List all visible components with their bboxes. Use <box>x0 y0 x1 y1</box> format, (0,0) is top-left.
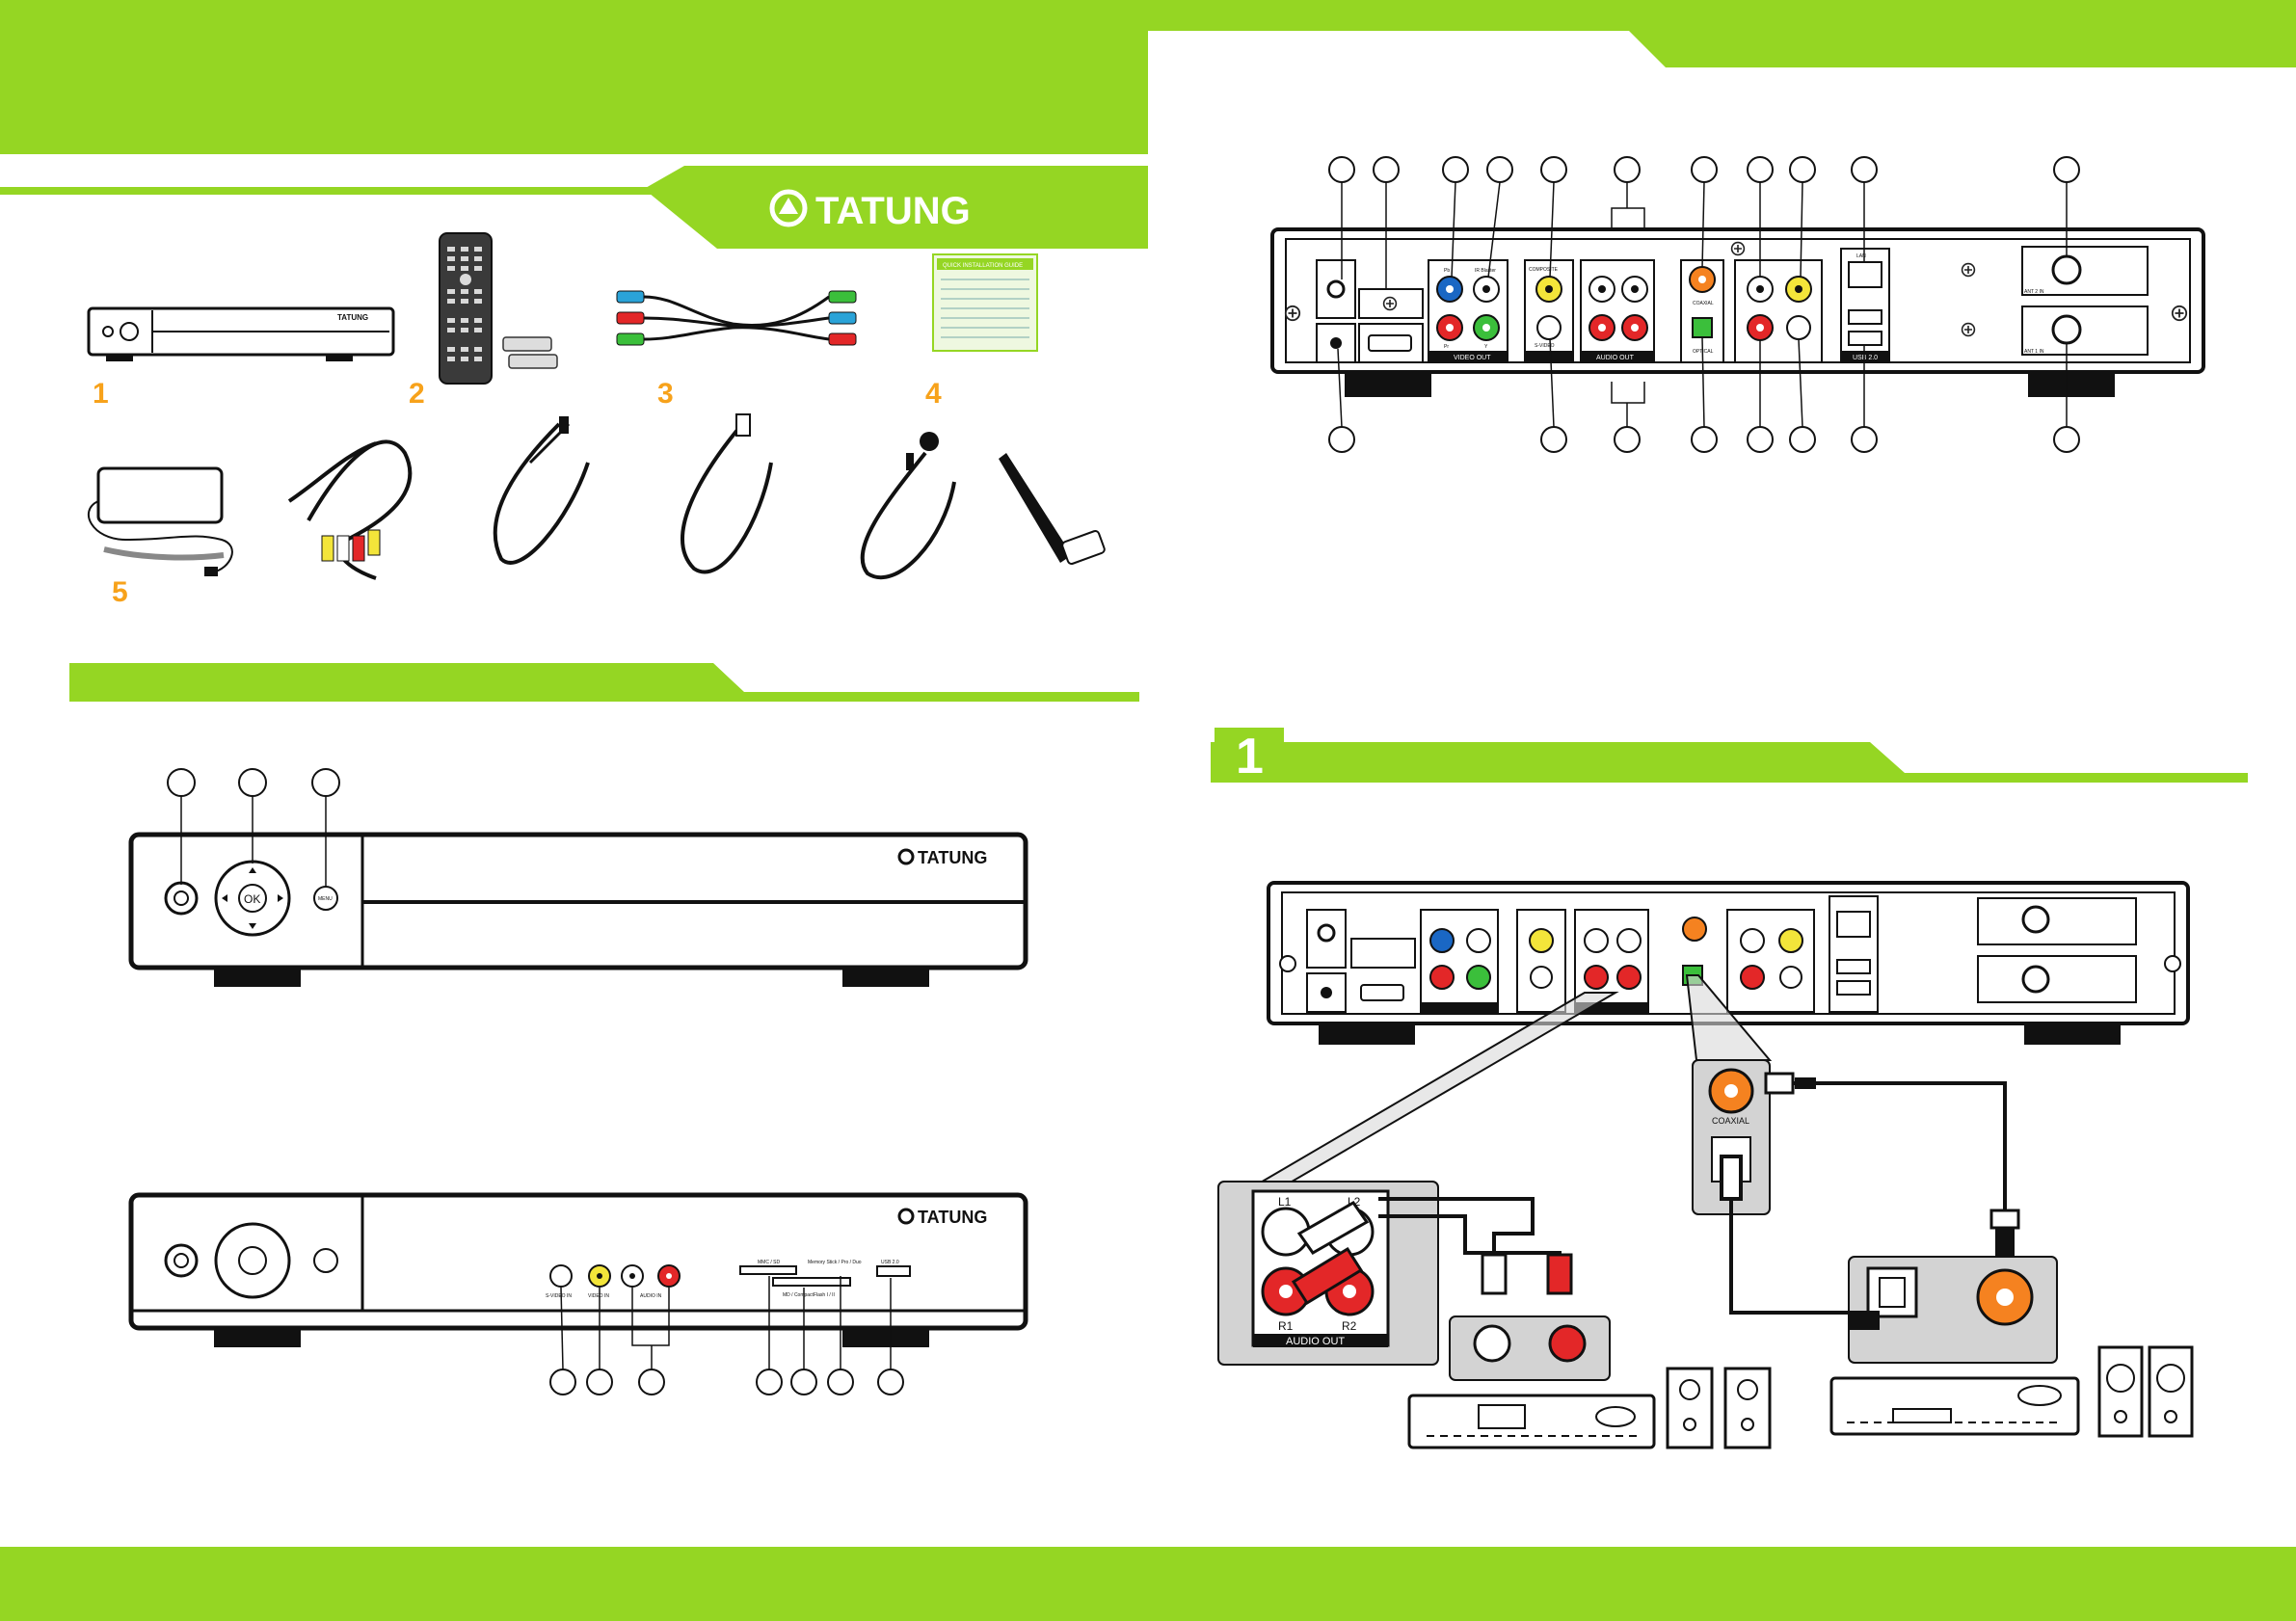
front-brand: TATUNG <box>918 848 987 867</box>
stereo-zoom <box>1449 1315 1611 1381</box>
coaxial-optical-zoom: COAXIAL <box>1692 1059 1771 1215</box>
coaxial-plug-icon <box>1764 1072 2020 1261</box>
zoom-lines <box>1256 974 1773 1189</box>
front-label-ms: Memory Stick / Pro / Duo <box>808 1260 862 1265</box>
ok-label: OK <box>244 892 260 906</box>
amplifier-zoom <box>1848 1256 2058 1364</box>
navigation-dial[interactable]: OK <box>214 860 291 937</box>
rear-label-ant1: ANT 1 IN <box>2024 349 2044 355</box>
menu-button[interactable]: MENU <box>313 886 338 911</box>
zoom-audio-out: AUDIO OUT <box>1286 1336 1345 1347</box>
item-number-5: 5 <box>112 576 128 608</box>
accessory-power-adapter <box>87 466 233 576</box>
front-label-cf: MD / CompactFlash I / II <box>783 1292 835 1298</box>
zoom-l1: L1 <box>1278 1195 1292 1209</box>
accessory-remote <box>439 232 493 385</box>
zoom-r2: R2 <box>1342 1319 1357 1333</box>
front-callouts <box>167 768 340 887</box>
tatung-logo-icon <box>897 848 915 865</box>
rear-label-lan: LAN <box>1856 253 1866 259</box>
connection-rear-device <box>1267 881 2190 1045</box>
front-section-banner <box>69 663 1139 702</box>
accessory-av-cable <box>287 439 413 580</box>
rear-label-pb: Pb <box>1444 268 1450 274</box>
front-panel-open-device: TATUNG S-VIDEO IN VIDEO IN AUDIO IN MMC … <box>128 1192 1028 1347</box>
accessory-numbers: 1 2 3 4 5 <box>93 378 942 608</box>
accessory-batteries <box>502 336 558 369</box>
stereo-speakers <box>1666 1367 1772 1449</box>
svg-text:TATUNG: TATUNG <box>918 1208 987 1227</box>
rear-label-ir: IR Blaster <box>1475 268 1496 274</box>
rear-label-y: Y <box>1484 344 1488 350</box>
rca-plugs-icon <box>1481 1253 1573 1295</box>
audio-out-zoom: L1 L2 R1 R2 AUDIO OUT <box>1217 1181 1439 1366</box>
brand-banner: TATUNG <box>0 166 1148 249</box>
rear-panel-device: VIDEO OUT Pb IR Blaster Pr Y COMPOSITE S… <box>1270 227 2205 397</box>
rear-label-pr: Pr <box>1444 344 1449 350</box>
accessory-cable-3 <box>681 413 773 574</box>
rear-label-coaxial: COAXIAL <box>1693 301 1714 306</box>
rear-label-audio-out: AUDIO OUT <box>1596 355 1635 361</box>
accessory-antenna <box>999 453 1106 565</box>
top-left-banner <box>0 0 1148 154</box>
item-number-1: 1 <box>93 378 109 410</box>
rear-label-composite: COMPOSITE <box>1529 267 1559 273</box>
rear-label-video-out: VIDEO OUT <box>1454 355 1491 361</box>
front-label-svideo-in: S-VIDEO IN <box>546 1293 572 1299</box>
connection-section-banner: 1 <box>1211 728 2248 784</box>
av-receiver <box>1829 1376 2080 1436</box>
item-number-4: 4 <box>925 378 942 410</box>
svg-text:TATUNG: TATUNG <box>337 313 368 322</box>
accessory-quick-guide: QUICK INSTALLATION GUIDE <box>932 253 1038 352</box>
front-label-audio-in: AUDIO IN <box>640 1293 662 1299</box>
tatung-logo-icon <box>769 189 808 227</box>
accessory-ir-cable <box>860 432 956 580</box>
item-number-3: 3 <box>657 378 674 410</box>
zoom-r1: R1 <box>1278 1319 1294 1333</box>
front-label-video-in: VIDEO IN <box>588 1293 609 1299</box>
rear-callouts <box>1328 156 2080 453</box>
power-button[interactable] <box>164 881 199 916</box>
top-right-banner <box>1148 0 2296 67</box>
bottom-banner <box>0 1547 2296 1621</box>
rear-label-usb: USB 2.0 <box>1853 355 1878 361</box>
rear-label-ant2: ANT 2 IN <box>2024 289 2044 295</box>
accessory-cable-2 <box>493 416 590 565</box>
front-label-usb: USB 2.0 <box>881 1260 899 1265</box>
guide-title: QUICK INSTALLATION GUIDE <box>943 263 1023 269</box>
brand-logo: TATUNG <box>815 190 971 232</box>
surround-speakers <box>2097 1345 2194 1438</box>
menu-label: MENU <box>318 896 333 902</box>
accessory-component-cable <box>616 290 857 346</box>
front-open-callouts <box>549 1276 904 1395</box>
front-panel-device: OK MENU TATUNG <box>128 832 1028 987</box>
rear-label-svideo: S-VIDEO <box>1535 343 1555 349</box>
accessory-receiver: TATUNG <box>87 306 395 361</box>
section-number: 1 <box>1236 729 1264 784</box>
front-label-mmc: MMC / SD <box>758 1260 780 1265</box>
stereo-receiver <box>1407 1394 1656 1449</box>
zoom-coaxial: COAXIAL <box>1712 1116 1749 1126</box>
item-number-2: 2 <box>409 378 425 410</box>
